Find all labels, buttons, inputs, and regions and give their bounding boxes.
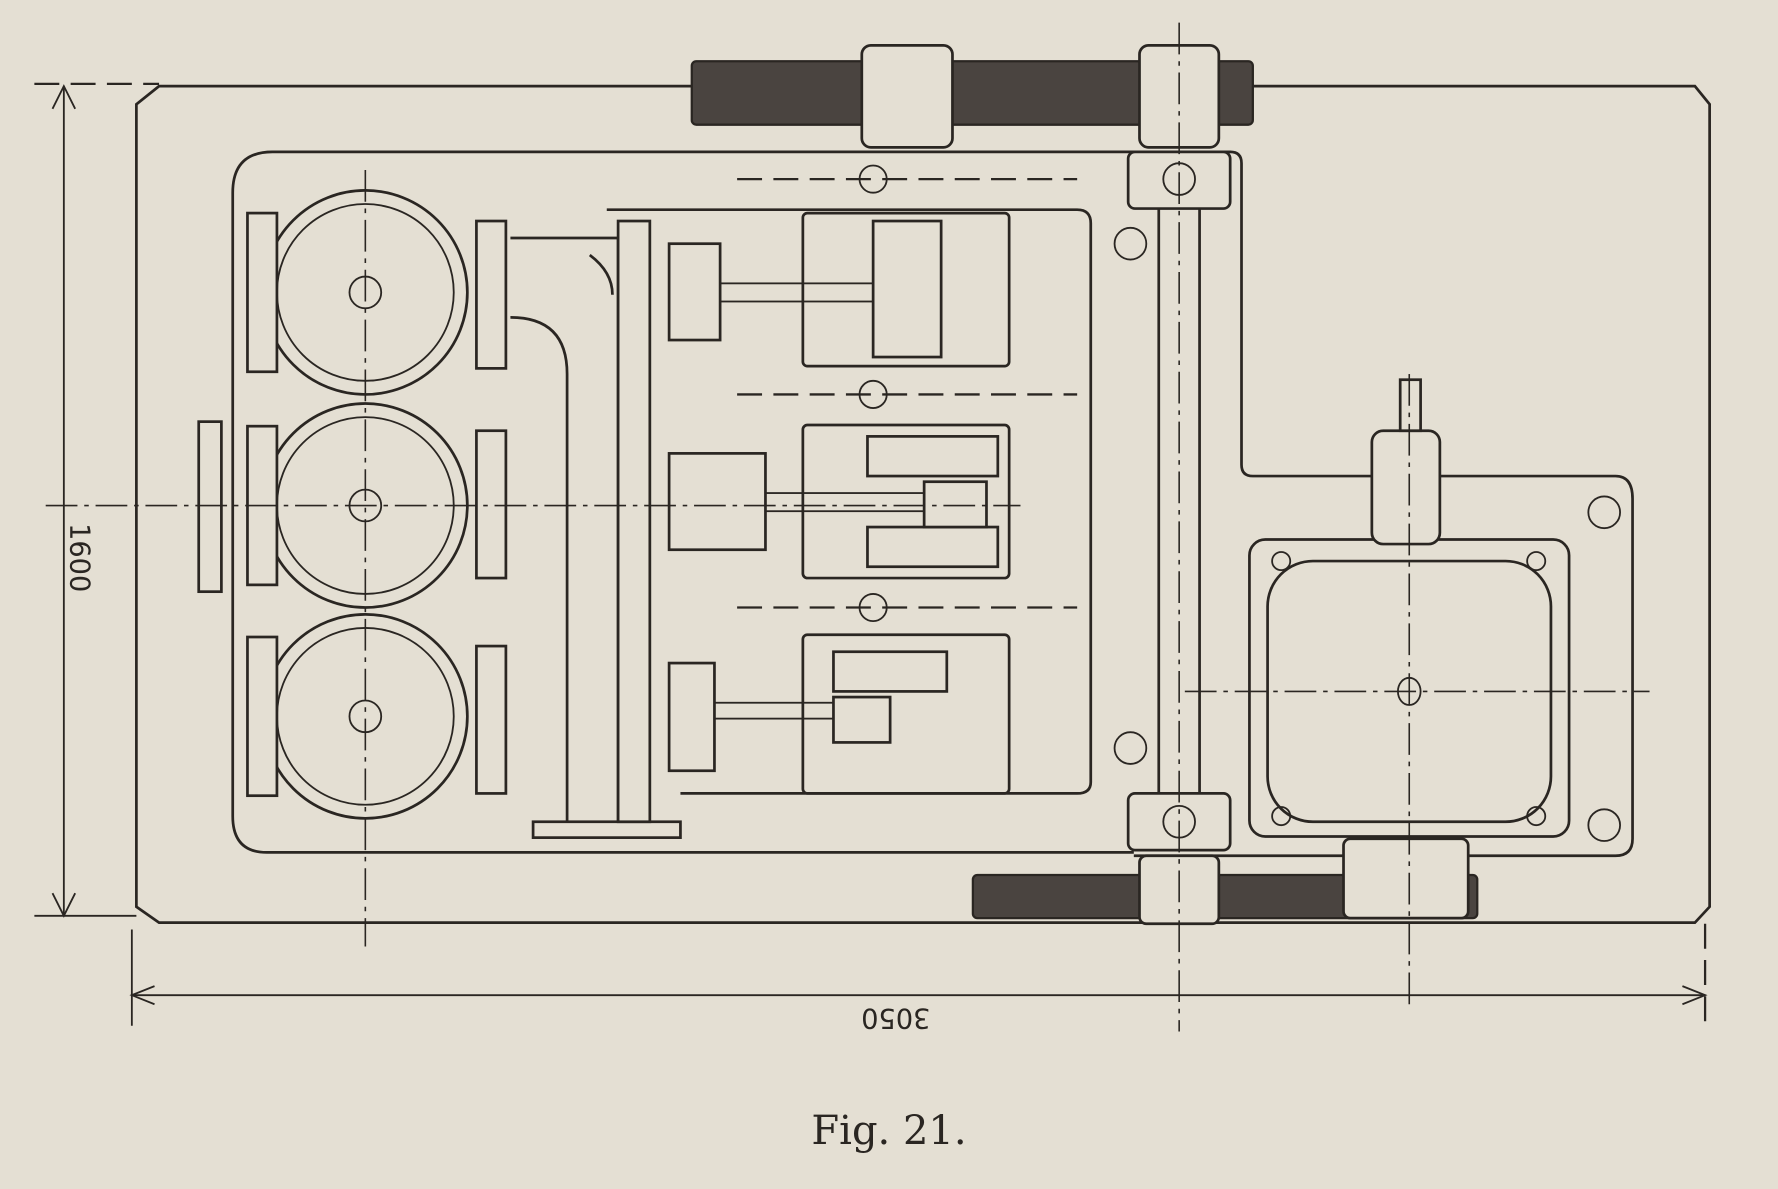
height-dimension-label: 1600 (64, 523, 95, 592)
width-dimension-label: 3050 (861, 1002, 930, 1033)
dimension-lines (34, 82, 1708, 1026)
figure-caption: Fig. 21. (811, 1108, 967, 1154)
centre-lines (45, 22, 1650, 1032)
pump-cylinders (197, 189, 508, 820)
top-gear (690, 60, 1254, 126)
crank-guides (606, 164, 1093, 795)
manifold-pipe (510, 236, 620, 828)
base-plate (135, 84, 1711, 924)
